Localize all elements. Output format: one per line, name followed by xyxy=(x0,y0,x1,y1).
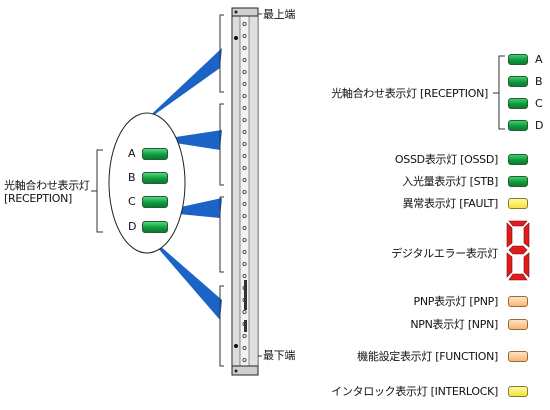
beam-hole xyxy=(242,118,247,123)
beam-hole xyxy=(242,285,247,290)
right-letter-a: A xyxy=(535,53,543,66)
beam-fans xyxy=(140,48,222,320)
left-bracket xyxy=(91,149,103,233)
beam-hole xyxy=(242,333,247,338)
beam-hole xyxy=(242,34,247,39)
right-reception-label: 光軸合わせ表示灯 [RECEPTION] xyxy=(331,87,488,100)
beam-hole xyxy=(242,201,247,206)
top-end-label: 最上端 xyxy=(263,8,296,21)
right-led-a xyxy=(508,54,528,65)
right-letter-b: B xyxy=(535,75,543,88)
beam-hole xyxy=(242,297,247,302)
beam-hole xyxy=(242,106,247,111)
ossd-label: OSSD表示灯 [OSSD] xyxy=(394,153,498,166)
left-led-c xyxy=(142,196,168,208)
function-led xyxy=(508,351,528,362)
beam-d xyxy=(144,232,222,320)
right-led-c xyxy=(508,98,528,109)
right-letter-d: D xyxy=(535,119,544,132)
right-led-d xyxy=(508,120,528,131)
beam-hole xyxy=(242,82,247,87)
beam-holes xyxy=(242,21,247,362)
left-led-b xyxy=(142,172,168,184)
beam-hole xyxy=(242,345,247,350)
interlock-label: インタロック表示灯 [INTERLOCK] xyxy=(331,385,498,398)
beam-hole xyxy=(242,21,247,26)
pnp-led xyxy=(508,296,528,307)
left-letter-c: C xyxy=(128,195,136,208)
beam-hole xyxy=(242,165,247,170)
beam-hole xyxy=(242,357,247,362)
beam-b xyxy=(156,130,222,150)
beam-a xyxy=(140,48,222,125)
stb-label: 入光量表示灯 [STB] xyxy=(402,175,498,188)
beam-hole xyxy=(242,46,247,51)
npn-led xyxy=(508,319,528,330)
beam-hole xyxy=(242,94,247,99)
bar-brackets xyxy=(219,14,224,367)
left-led-d xyxy=(142,221,168,233)
fault-label: 異常表示灯 [FAULT] xyxy=(402,197,499,210)
interlock-led xyxy=(508,386,528,397)
right-letter-c: C xyxy=(535,97,543,110)
fault-led xyxy=(508,198,528,209)
beam-hole xyxy=(242,213,247,218)
pnp-label: PNP表示灯 [PNP] xyxy=(413,295,499,308)
beam-hole xyxy=(242,141,247,146)
left-reception-label-line1: 光軸合わせ表示灯 xyxy=(4,179,90,192)
beam-hole xyxy=(242,129,247,134)
npn-label: NPN表示灯 [NPN] xyxy=(410,318,498,331)
bottom-end-label: 最下端 xyxy=(263,349,296,362)
beam-hole xyxy=(242,309,247,314)
beam-hole xyxy=(242,273,247,278)
beam-hole xyxy=(242,261,247,266)
beam-hole xyxy=(242,189,247,194)
beam-hole xyxy=(242,249,247,254)
digital-error-display xyxy=(506,220,530,281)
left-letter-a: A xyxy=(128,147,136,160)
beam-hole xyxy=(242,321,247,326)
ossd-led xyxy=(508,154,528,165)
function-label: 機能設定表示灯 [FUNCTION] xyxy=(357,350,498,363)
right-led-b xyxy=(508,76,528,87)
beam-hole xyxy=(242,58,247,63)
beam-hole xyxy=(242,225,247,230)
left-led-a xyxy=(142,148,168,160)
left-reception-label-line2: [RECEPTION] xyxy=(4,192,72,205)
beam-hole xyxy=(242,237,247,242)
right-bracket xyxy=(493,55,505,130)
stb-led xyxy=(508,176,528,187)
digital-error-label: デジタルエラー表示灯 xyxy=(391,247,498,260)
beam-hole xyxy=(242,153,247,158)
sensor-bar xyxy=(231,7,259,376)
beam-hole xyxy=(242,177,247,182)
beam-hole xyxy=(242,70,247,75)
left-letter-d: D xyxy=(128,220,137,233)
left-letter-b: B xyxy=(128,171,136,184)
